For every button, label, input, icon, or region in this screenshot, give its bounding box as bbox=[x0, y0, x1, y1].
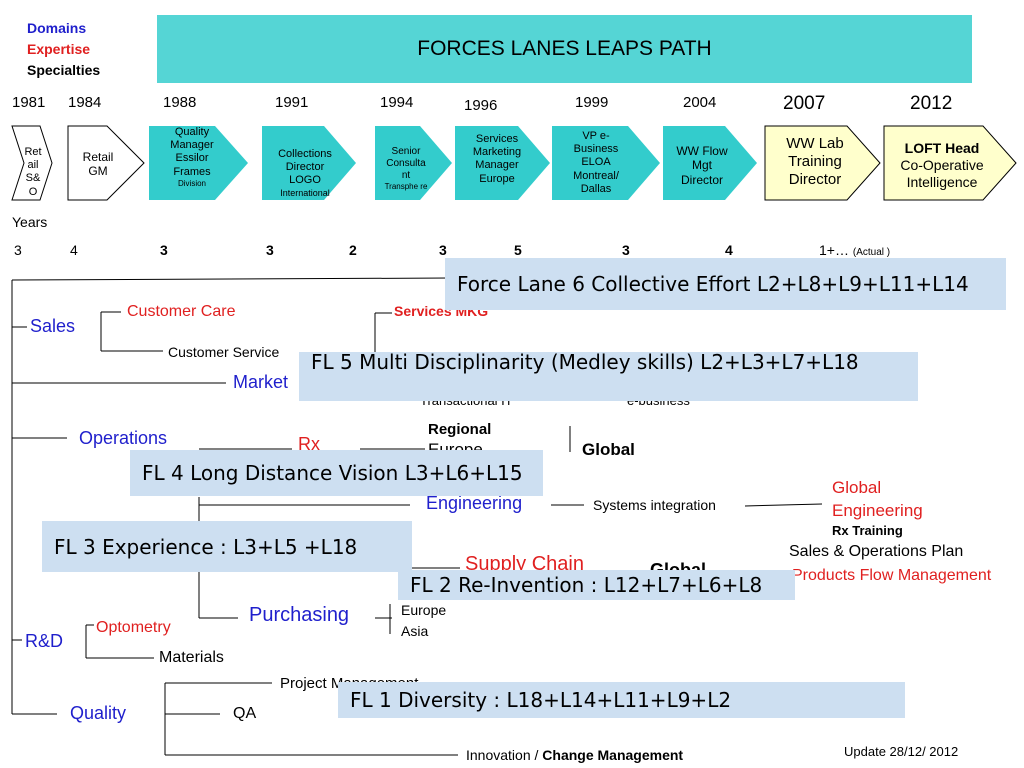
duration: 3 bbox=[266, 242, 274, 258]
regional-label: Regional bbox=[428, 421, 492, 438]
year-label: 1994 bbox=[380, 94, 414, 111]
force-lane-3-box: FL 3 Experience : L3+L5 +L18 bbox=[42, 521, 412, 572]
chevron-step-8 bbox=[663, 126, 757, 200]
materials-label: Materials bbox=[159, 649, 224, 666]
rd-label: R&D bbox=[25, 631, 64, 651]
year-label: 1996 bbox=[464, 97, 498, 114]
marketing-label: Market bbox=[233, 372, 289, 392]
global-engineering-label-1: Global bbox=[832, 478, 882, 497]
year-label: 1999 bbox=[575, 94, 609, 111]
purchasing-label: Purchasing bbox=[249, 604, 350, 626]
year-label: 1988 bbox=[163, 94, 197, 111]
year-label: 1981 bbox=[12, 94, 46, 111]
update-note: Update 28/12/ 2012 bbox=[844, 744, 959, 759]
chevron-step-10 bbox=[883, 125, 1017, 201]
rx-label: Rx bbox=[298, 434, 320, 454]
supply-chain-label: Supply Chain bbox=[465, 553, 584, 575]
duration: 4 bbox=[70, 242, 78, 258]
operations-label: Operations bbox=[79, 428, 168, 448]
quality-label: Quality bbox=[70, 703, 127, 723]
customer-care-label: Customer Care bbox=[127, 303, 236, 320]
sales-ops-plan-label: Sales & Operations Plan bbox=[789, 543, 964, 560]
duration: 3 bbox=[160, 242, 168, 258]
force-lane-6-box: Force Lane 6 Collective Effort L2+L8+L9+… bbox=[445, 258, 1006, 310]
systems-integration-label: Systems integration bbox=[593, 497, 716, 513]
year-label: 2004 bbox=[683, 94, 717, 111]
chevron-step-1 bbox=[11, 125, 53, 201]
global-label: Global bbox=[582, 440, 635, 459]
force-lane-1-box: FL 1 Diversity : L18+L14+L11+L9+L2 bbox=[338, 682, 905, 718]
chevron-step-5 bbox=[375, 126, 452, 200]
duration: 3 bbox=[439, 242, 447, 258]
force-lane-2-box: FL 2 Re-Invention : L12+L7+L6+L8 bbox=[398, 570, 795, 600]
sales-label: Sales bbox=[30, 316, 76, 336]
customer-service-label: Customer Service bbox=[168, 344, 280, 360]
chevron-step-2 bbox=[67, 125, 145, 201]
legend-expertise: Expertise bbox=[27, 41, 91, 57]
legend-domains: Domains bbox=[27, 20, 87, 36]
innovation-label: Innovation / Change Management bbox=[466, 747, 684, 763]
duration: 4 bbox=[725, 242, 733, 258]
chevron-step-6 bbox=[455, 126, 550, 200]
force-lane-4-box: FL 4 Long Distance Vision L3+L6+L15 bbox=[130, 450, 543, 496]
chevron-step-9 bbox=[764, 125, 881, 201]
legend-specialties: Specialties bbox=[27, 62, 101, 78]
chevron-step-7 bbox=[552, 126, 660, 200]
qa-label: QA bbox=[233, 705, 257, 722]
engineering-label: Engineering bbox=[426, 493, 523, 513]
chevron-step-3 bbox=[149, 126, 248, 200]
year-label: 1984 bbox=[68, 94, 102, 111]
year-label: 1991 bbox=[275, 94, 309, 111]
global-engineering-label-2: Engineering bbox=[832, 501, 923, 520]
duration: 3 bbox=[622, 242, 630, 258]
year-label: 2012 bbox=[910, 93, 953, 114]
duration: 3 bbox=[14, 242, 22, 258]
duration: 5 bbox=[514, 242, 522, 258]
purchasing-europe-label: Europe bbox=[401, 602, 447, 618]
duration: 1+… (Actual ) bbox=[819, 242, 891, 258]
purchasing-asia-label: Asia bbox=[401, 623, 429, 639]
force-lane-5-box: FL 5 Multi Disciplinarity (Medley skills… bbox=[299, 350, 918, 401]
products-flow-label: Products Flow Management bbox=[792, 567, 992, 584]
optometry-label: Optometry bbox=[96, 619, 171, 636]
rx-training-label: Rx Training bbox=[832, 523, 903, 538]
chevron-step-4 bbox=[262, 126, 356, 200]
duration: 2 bbox=[349, 242, 357, 258]
title-banner: FORCES LANES LEAPS PATH bbox=[157, 15, 972, 83]
year-label: 2007 bbox=[783, 93, 826, 114]
page-title: FORCES LANES LEAPS PATH bbox=[417, 37, 712, 60]
years-label: Years bbox=[12, 214, 48, 230]
